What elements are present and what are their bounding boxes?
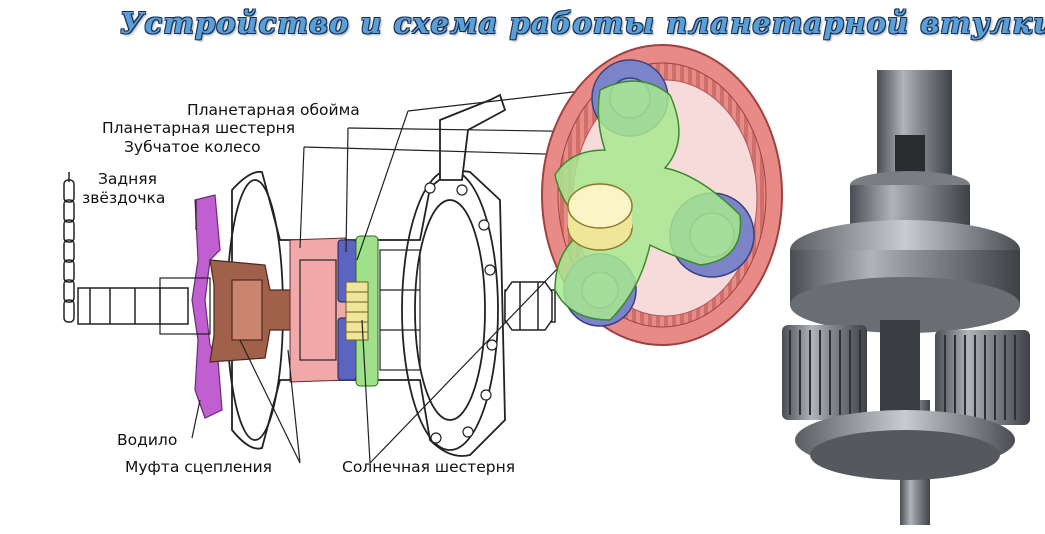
chain	[63, 172, 75, 323]
hub-bottom-flange-photo	[795, 410, 1015, 480]
label-sun-gear: Солнечная шестерня	[342, 458, 516, 476]
brake-arm	[439, 93, 507, 181]
label-sprocket-line1: Задняя	[98, 170, 157, 188]
sun-gear-3d	[567, 183, 633, 251]
label-planet-cage: Планетарная обойма	[187, 101, 360, 119]
leader-lines	[191, 89, 611, 464]
inner-details	[159, 249, 421, 371]
hub-body-photo	[790, 171, 1020, 333]
label-sprocket-line2: звёздочка	[82, 189, 166, 207]
planet-gears-photo	[782, 320, 1030, 430]
label-clutch: Муфта сцепления	[125, 458, 272, 476]
spoke-holes	[424, 182, 498, 444]
page-title: Устройство и схема работы планетарной вт…	[120, 6, 1045, 40]
label-carrier: Водило	[117, 431, 178, 449]
label-ring-gear: Зубчатое колесо	[124, 138, 261, 156]
planet-carrier-3d	[554, 80, 742, 321]
label-planet-gear: Планетарная шестерня	[102, 119, 296, 137]
axle	[77, 281, 556, 331]
clutch-driver	[209, 259, 301, 363]
